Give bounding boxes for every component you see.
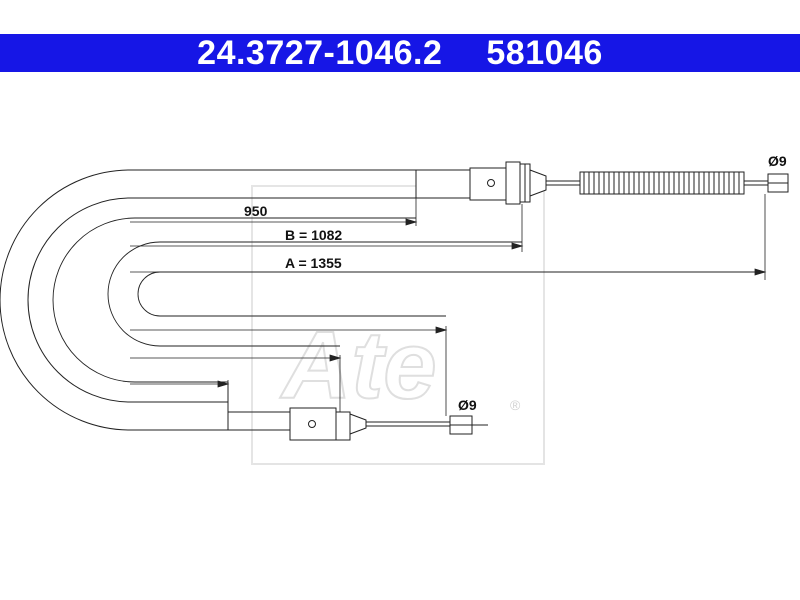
bottom-diameter-label: Ø9 — [458, 397, 477, 413]
ate-logo-text: Ate — [280, 312, 437, 419]
title-banner: 24.3727-1046.2 581046 — [0, 34, 800, 72]
dimension-a-label: A = 1355 — [285, 255, 342, 271]
part-number: 24.3727-1046.2 — [197, 34, 443, 72]
bottom-end-fitting — [227, 407, 488, 441]
dimension-lines — [130, 170, 767, 416]
cable-sheath — [0, 169, 765, 431]
top-diameter-label: Ø9 — [768, 153, 787, 169]
ate-watermark: Ate ® — [251, 185, 545, 465]
registered-mark: ® — [510, 397, 521, 413]
reference-number: 581046 — [486, 34, 603, 72]
top-spring — [583, 172, 740, 194]
top-end-fitting — [415, 161, 789, 205]
dimension-b-label: B = 1082 — [285, 227, 342, 243]
dimension-950-label: 950 — [244, 203, 268, 219]
